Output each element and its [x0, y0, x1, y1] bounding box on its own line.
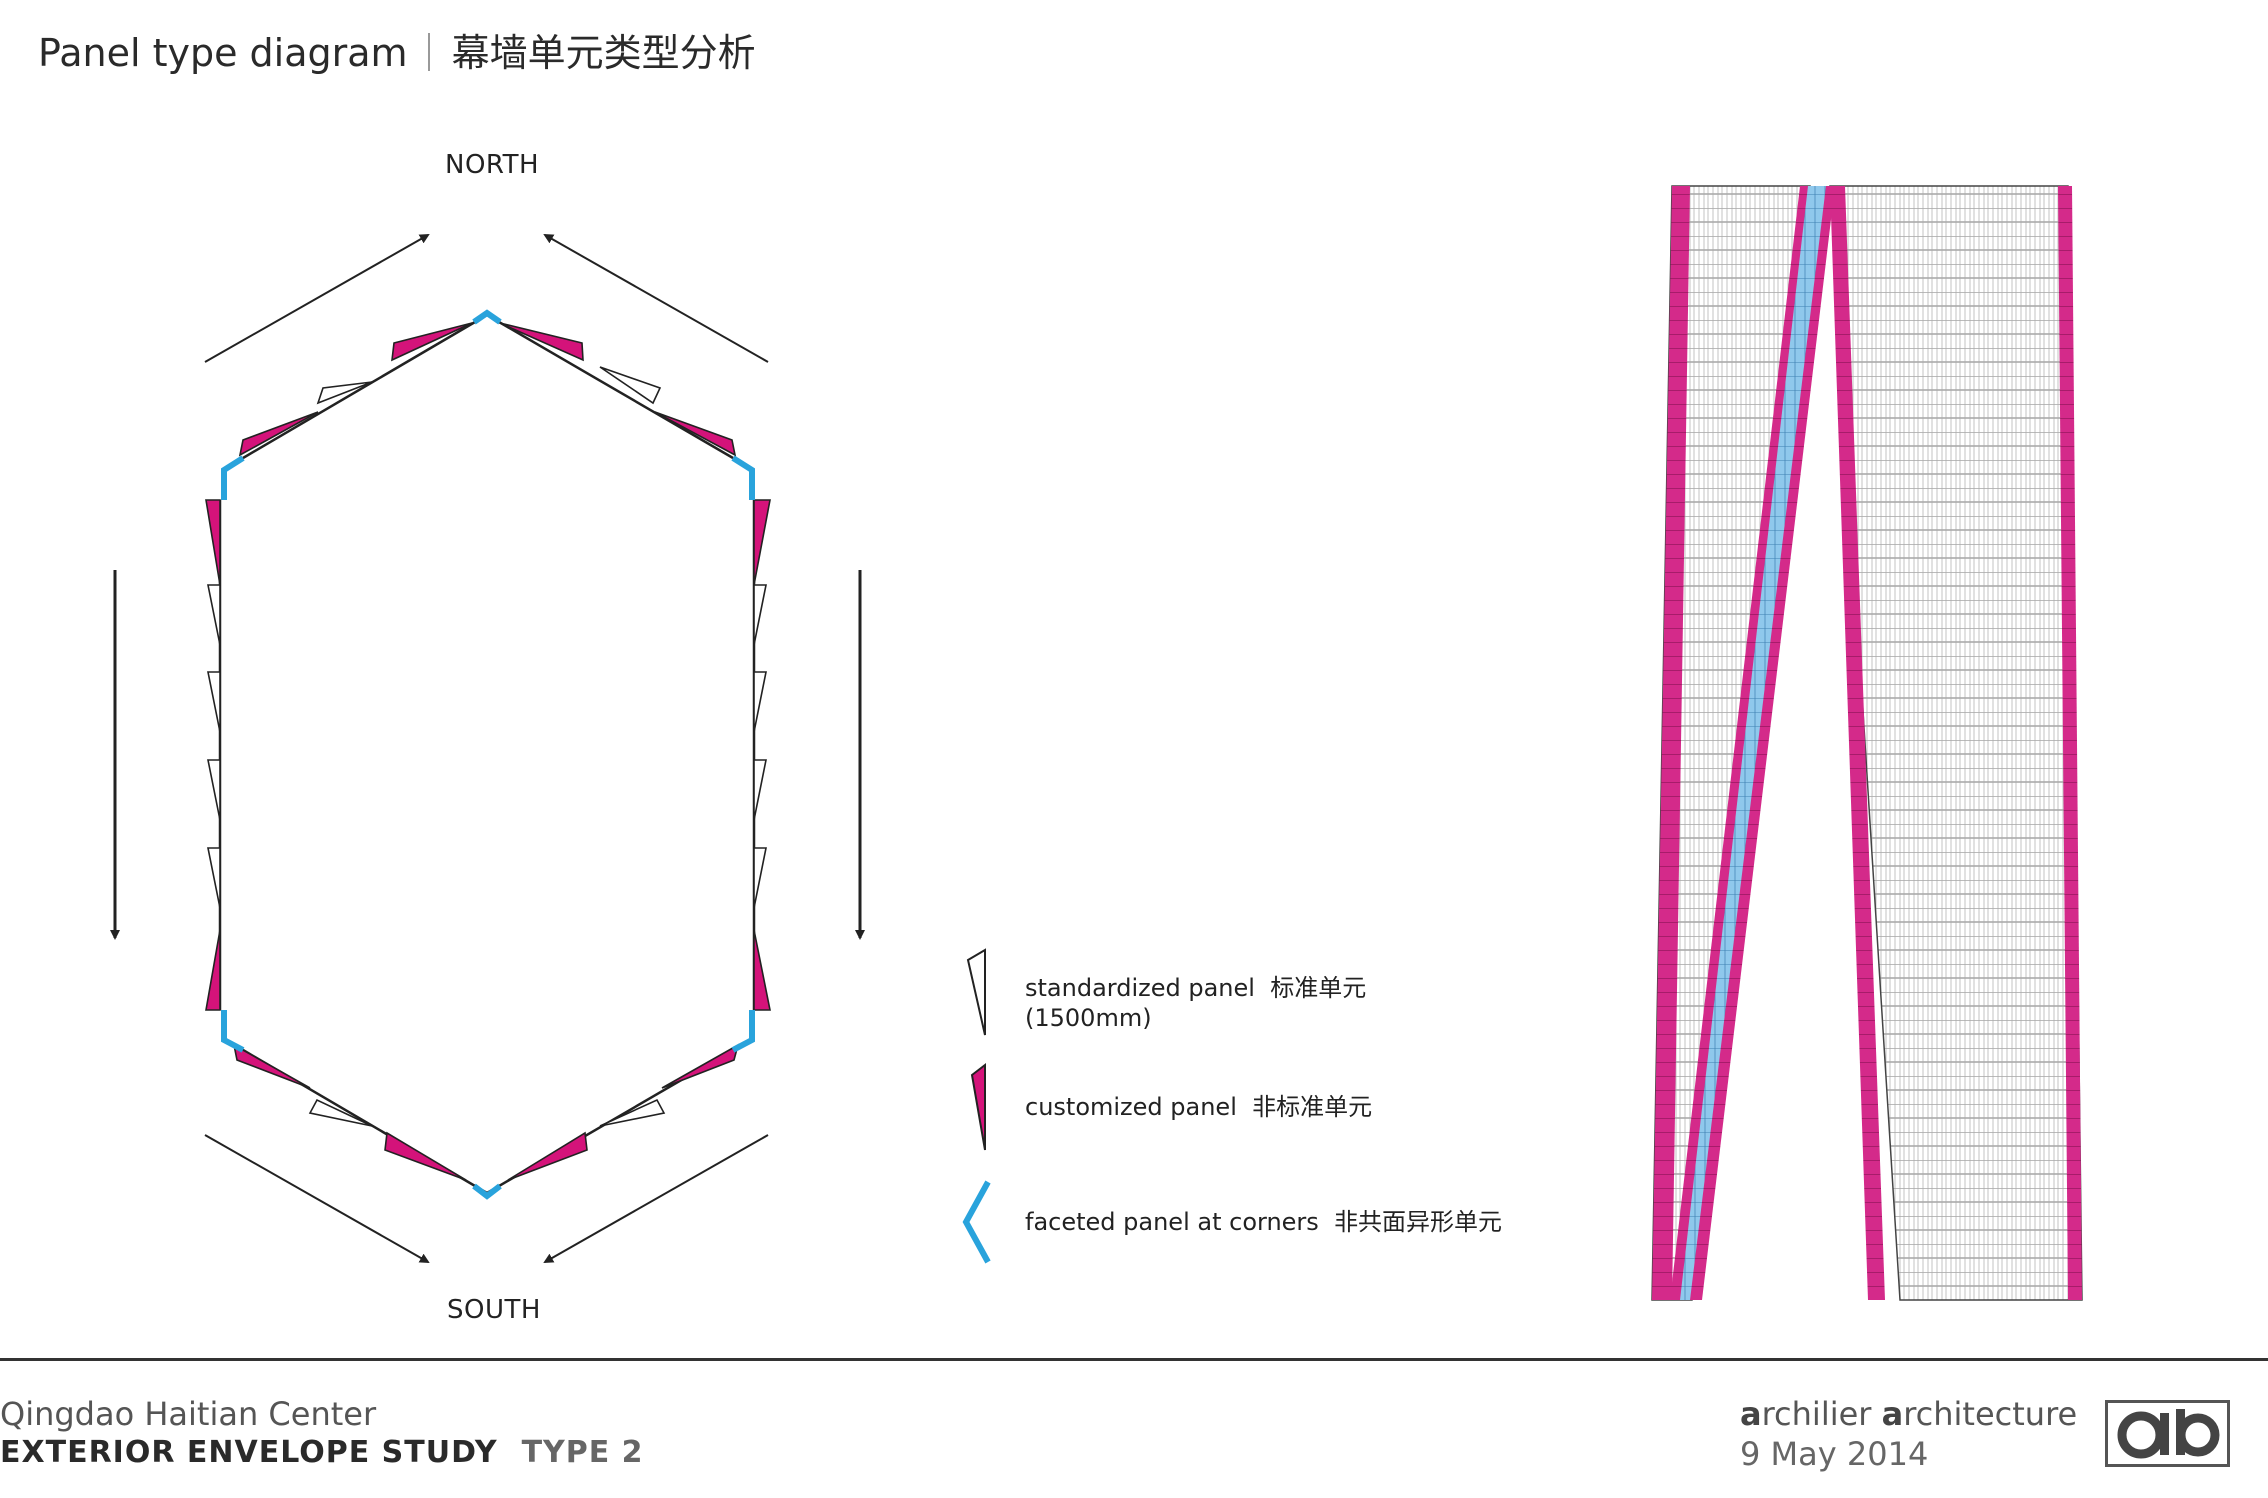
faceted-corner-panels	[221, 309, 755, 1200]
title-divider	[427, 32, 430, 71]
standardized-panels	[207, 366, 767, 1127]
tower-right-corner-band	[1830, 186, 1885, 1300]
arrow-southeast	[543, 1134, 769, 1263]
legend-icons	[962, 948, 991, 1264]
tower-left-edge-band	[1652, 186, 1690, 1300]
tower-right-edge-band	[2058, 186, 2082, 1300]
legend-standardized-label: standardized panel	[1025, 974, 1255, 1002]
blue-chevron-panel-icon	[962, 1180, 991, 1264]
project-name: Qingdao Haitian Center	[0, 1395, 377, 1433]
white-triangle-panel-icon	[966, 948, 986, 1036]
panel-plan-diagram	[110, 234, 991, 1264]
legend-customized: customized panel 非标准单元	[1025, 1092, 1372, 1122]
firm-logo	[2105, 1400, 2230, 1467]
title-english: Panel type diagram	[38, 31, 408, 75]
orientation-arrows	[110, 234, 865, 1263]
study-title: EXTERIOR ENVELOPE STUDY TYPE 2	[0, 1435, 644, 1470]
page-title: Panel type diagram 幕墙单元类型分析	[38, 22, 756, 77]
legend-standardized-detail: (1500mm)	[1025, 1004, 1152, 1032]
magenta-triangle-panel-icon	[970, 1062, 986, 1151]
logo-mark-icon	[2117, 1409, 2220, 1459]
firm-word-2: rchitecture	[1903, 1395, 2078, 1433]
arrow-northwest	[204, 234, 430, 363]
study-label: EXTERIOR ENVELOPE STUDY	[0, 1435, 498, 1470]
north-label: NORTH	[445, 150, 540, 180]
firm-initial-1: a	[1740, 1395, 1762, 1433]
footer-divider	[0, 1358, 2268, 1361]
legend-customized-label: customized panel	[1025, 1093, 1237, 1121]
title-chinese: 幕墙单元类型分析	[451, 31, 756, 75]
legend-standardized: standardized panel 标准单元 (1500mm)	[1025, 973, 1366, 1033]
legend-faceted-label-cn: 非共面异形单元	[1334, 1208, 1503, 1236]
tower-faceted-corner-band	[1680, 186, 1826, 1300]
hexagon-outline	[218, 313, 756, 1195]
south-label: SOUTH	[447, 1295, 541, 1325]
legend-customized-label-cn: 非标准单元	[1252, 1093, 1373, 1121]
legend-faceted: faceted panel at corners 非共面异形单元	[1025, 1207, 1502, 1237]
study-type: TYPE 2	[521, 1435, 644, 1470]
legend-standardized-label-cn: 标准单元	[1270, 974, 1367, 1002]
arrow-northeast	[543, 234, 769, 363]
customized-panels	[205, 322, 771, 1181]
arrow-southwest	[204, 1134, 430, 1263]
firm-word-1: rchilier	[1761, 1395, 1872, 1433]
tower-elevation-render	[1651, 185, 2083, 1301]
legend-faceted-label: faceted panel at corners	[1025, 1208, 1319, 1236]
document-date: 9 May 2014	[1740, 1435, 1929, 1473]
firm-name: archilier architecture	[1740, 1395, 2077, 1433]
firm-initial-2: a	[1881, 1395, 1904, 1433]
